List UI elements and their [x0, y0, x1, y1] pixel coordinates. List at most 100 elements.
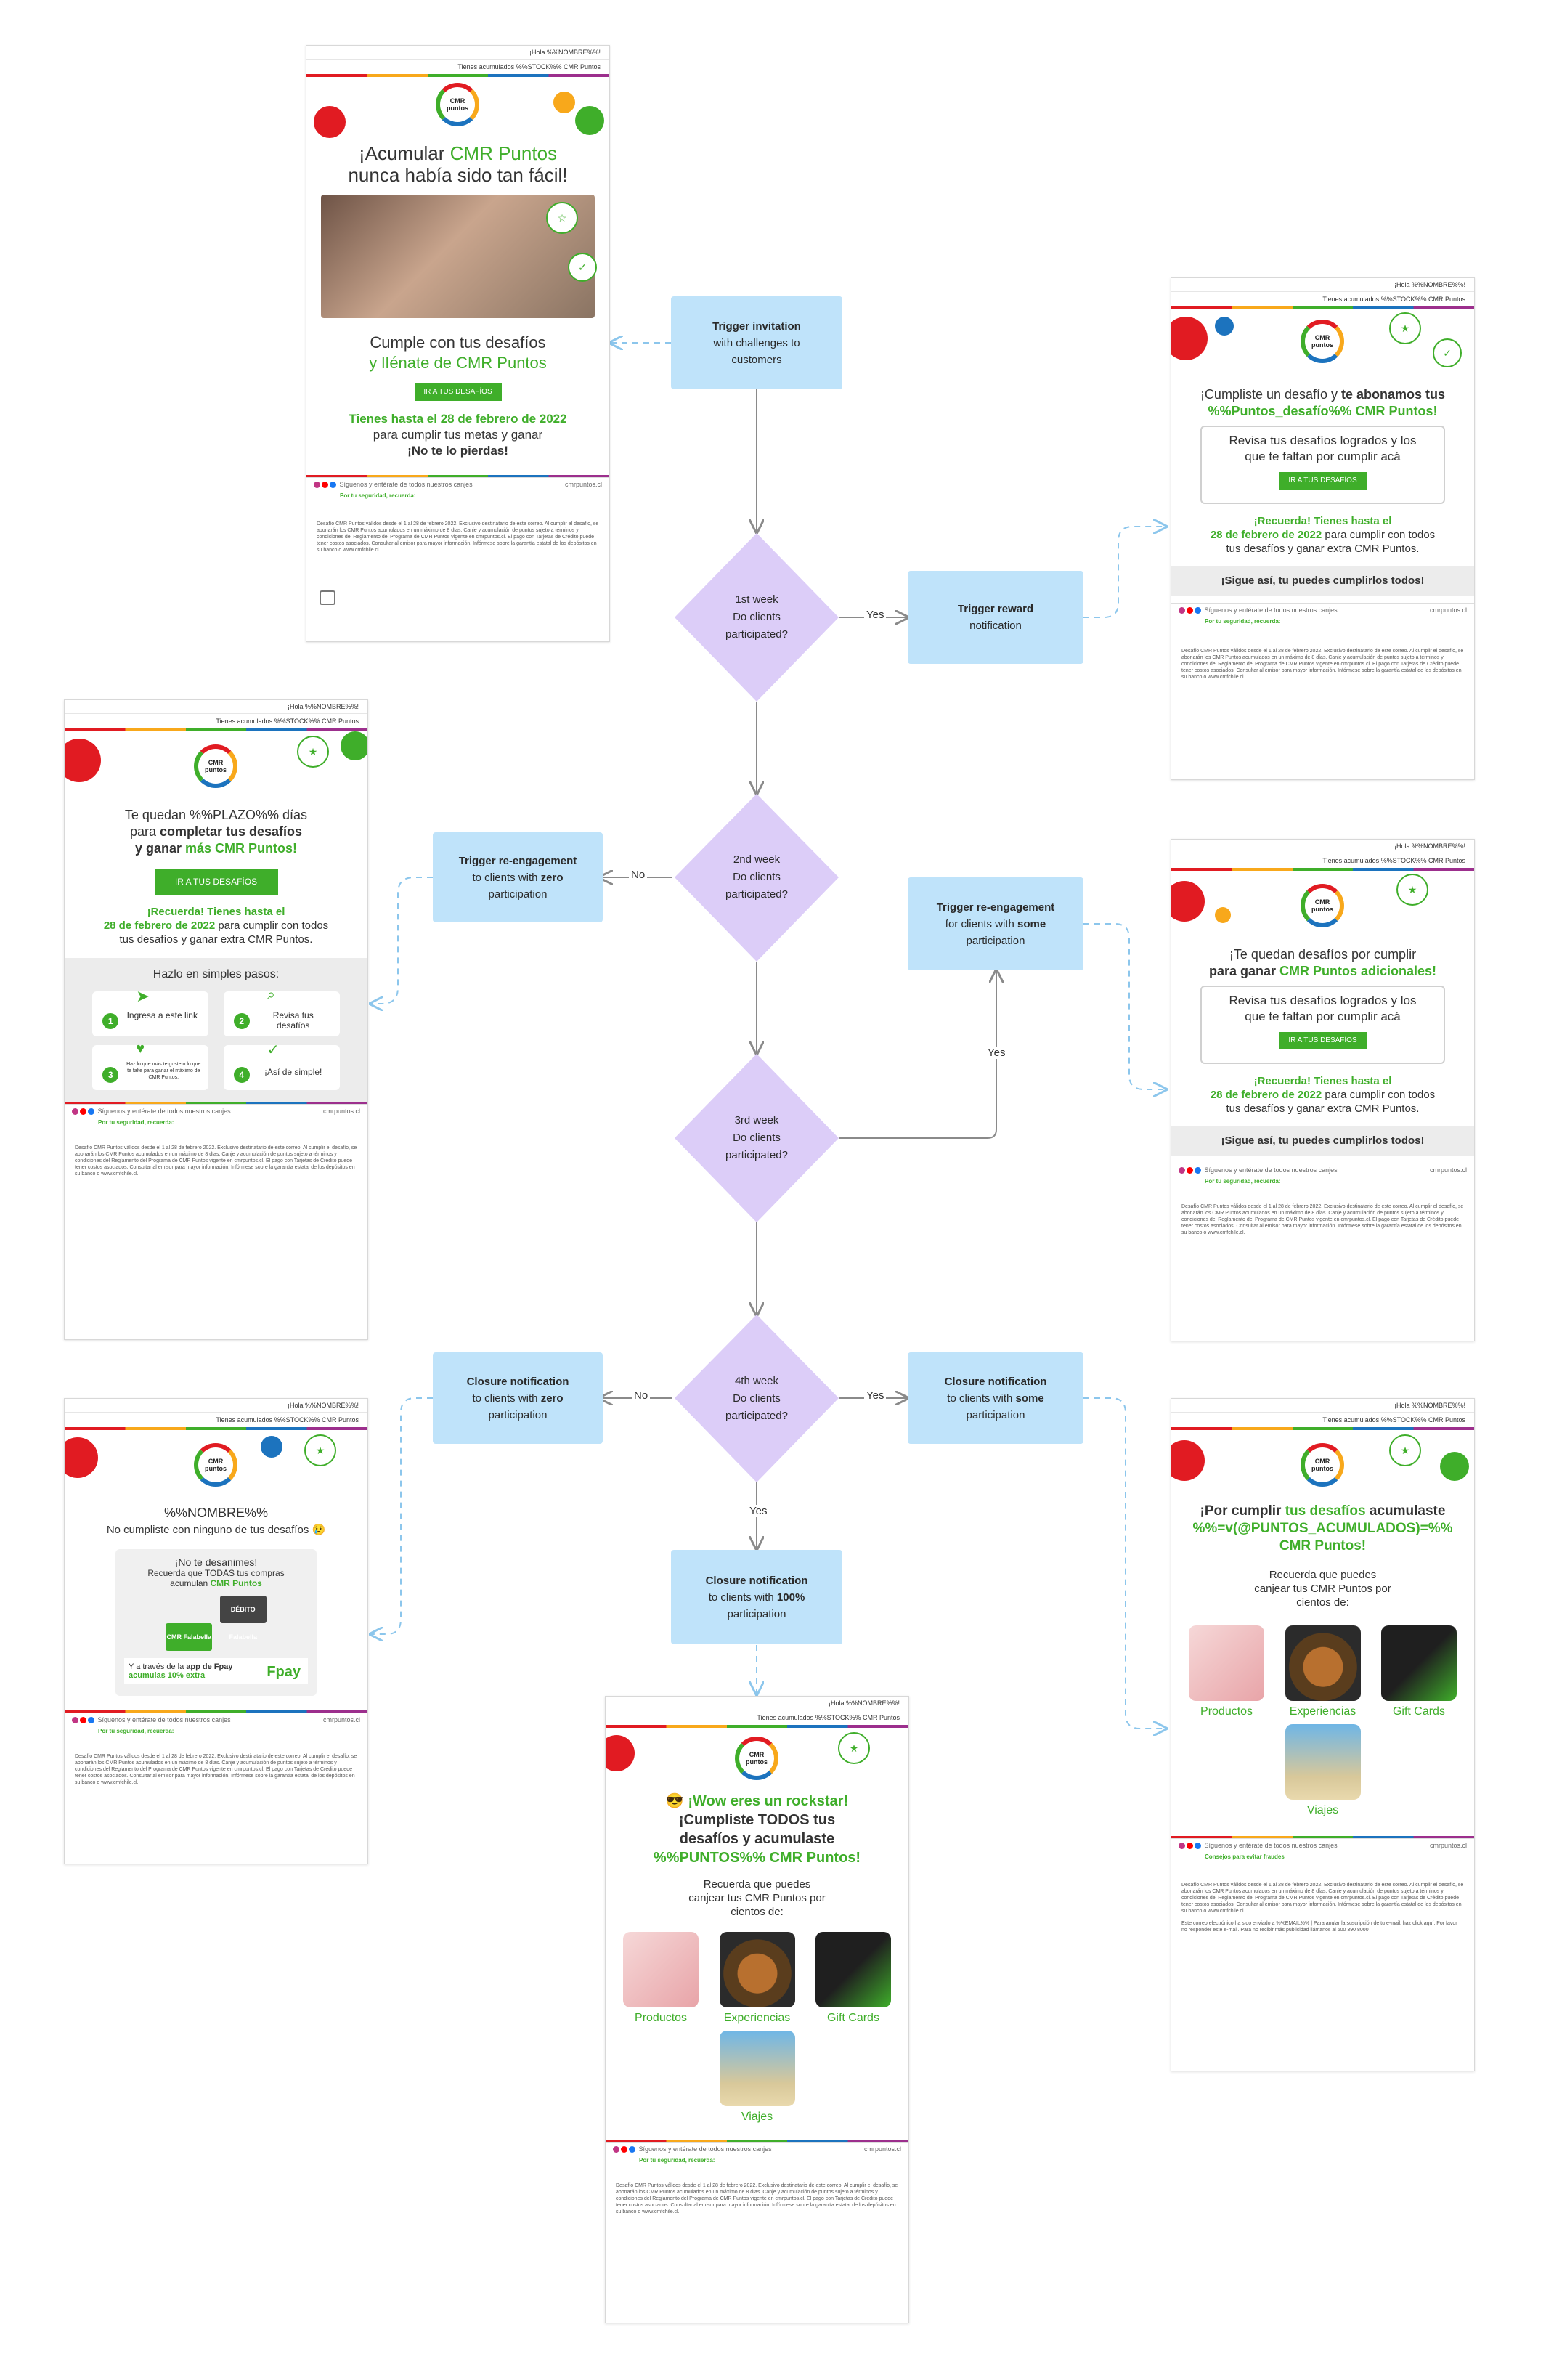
title-highlight: CMR Puntos adicionales!: [1279, 964, 1437, 978]
tile-products[interactable]: Productos: [1187, 1625, 1266, 1718]
challenges-button[interactable]: IR A TUS DESAFÍOS: [154, 869, 278, 895]
tile-products[interactable]: Productos: [622, 1932, 700, 2025]
title-highlight: %%Puntos_desafío%% CMR Puntos!: [1208, 404, 1438, 418]
color-stripe: [1171, 868, 1474, 871]
node-title: Closure notification: [466, 1375, 569, 1388]
node-text: participation: [966, 934, 1025, 947]
email-footer: Síguenos y entérate de todos nuestros ca…: [65, 1713, 367, 1726]
cmr-puntos-logo: CMR puntos: [194, 744, 237, 788]
tile-giftcards[interactable]: Gift Cards: [1380, 1625, 1458, 1718]
title-bold: te abonamos tus: [1341, 387, 1446, 402]
points-variable: %%PUNTOS%% CMR Puntos!: [653, 1850, 861, 1866]
encouragement-box: ¡No te desanimes! Recuerda que TODAS tus…: [115, 1549, 317, 1696]
points-balance: Tienes acumulados %%STOCK%% CMR Puntos: [216, 718, 359, 725]
diamond-line: Do clients: [733, 871, 781, 883]
fpay-app: app de Fpay: [186, 1662, 233, 1671]
badge-icon: ★: [297, 736, 329, 768]
tile-label: Gift Cards: [826, 2012, 879, 2024]
diamond-line: 2nd week: [733, 853, 781, 866]
diamond-line: participated?: [725, 1410, 788, 1422]
social-text: Síguenos y entérate de todos nuestros ca…: [638, 2145, 772, 2153]
title-highlight: 😎 ¡Wow eres un rockstar!: [665, 1793, 849, 1809]
tile-label: Gift Cards: [1392, 1705, 1445, 1718]
color-stripe: [1171, 1836, 1474, 1838]
cmr-puntos-logo: CMR puntos: [1301, 320, 1344, 363]
security-heading: Por tu seguridad, recuerda:: [98, 1728, 174, 1735]
tile-experiences[interactable]: Experiencias: [1284, 1625, 1362, 1718]
challenges-button[interactable]: IR A TUS DESAFÍOS: [1279, 472, 1367, 490]
email-footer: Síguenos y entérate de todos nuestros ca…: [606, 2142, 908, 2156]
dashed-email-links: [370, 343, 1166, 1729]
reminder-body: para cumplir con todos tus desafíos y ga…: [1226, 529, 1436, 555]
step-text: Haz lo que más te guste o lo que te falt…: [126, 1062, 201, 1080]
points-balance: Tienes acumulados %%STOCK%% CMR Puntos: [757, 1714, 900, 1721]
tile-label: Productos: [1200, 1705, 1253, 1718]
challenges-button[interactable]: IR A TUS DESAFÍOS: [414, 383, 502, 401]
step-1: 1➤Ingresa a este link: [92, 987, 209, 1036]
confetti-hero: CMR puntos: [306, 77, 609, 142]
tile-label: Experiencias: [723, 2012, 791, 2024]
earbuds-image: [623, 1932, 699, 2007]
title-part: ¡Te quedan desafíos por cumplir: [1229, 947, 1417, 962]
step-text: ¡Así de simple!: [264, 1067, 322, 1077]
node-text: customers: [731, 353, 782, 366]
site-link[interactable]: cmrpuntos.cl: [322, 1716, 360, 1723]
title-highlight: más CMR Puntos!: [185, 841, 298, 856]
box-text: Revisa tus desafíos logrados y los que t…: [1229, 994, 1417, 1023]
tile-giftcards[interactable]: Gift Cards: [814, 1932, 892, 2025]
site-link[interactable]: cmrpuntos.cl: [1429, 606, 1467, 614]
cmr-puntos-logo: CMR puntos: [436, 83, 479, 126]
week4-label: 4th week Do clients participated?: [702, 1373, 811, 1425]
diamond-line: 4th week: [734, 1375, 779, 1387]
social-text: Síguenos y entérate de todos nuestros ca…: [1204, 606, 1338, 614]
step-number: 3: [102, 1067, 119, 1083]
cmr-puntos-logo: CMR puntos: [735, 1737, 778, 1780]
box-highlight: CMR Puntos: [210, 1578, 262, 1588]
confetti-hero: CMR puntos ★: [606, 1728, 908, 1786]
diamond-line: Do clients: [733, 1132, 781, 1144]
encouragement-banner: ¡Sigue así, tu puedes cumplirlos todos!: [1171, 566, 1474, 596]
week2-label: 2nd week Do clients participated?: [702, 851, 811, 903]
decision-diamonds: [675, 533, 839, 1482]
social-text: Síguenos y entérate de todos nuestros ca…: [1204, 1166, 1338, 1174]
legal-text: Desafío CMR Puntos válidos desde el 1 al…: [616, 2183, 898, 2215]
redeem-text: Recuerda que puedes canjear tus CMR Punt…: [688, 1878, 826, 1918]
yes-label-week3: Yes: [985, 1047, 1008, 1059]
diamond-line: participated?: [725, 1149, 788, 1161]
social-text: Síguenos y entérate de todos nuestros ca…: [339, 481, 473, 488]
color-stripe: [65, 1427, 367, 1430]
step-number: 2: [233, 1013, 250, 1029]
greeting: ¡Hola %%NOMBRE%%!: [65, 700, 367, 714]
email-closure-full: ¡Hola %%NOMBRE%%! Tienes acumulados %%ST…: [605, 1696, 909, 2323]
node-text: with challenges to: [713, 336, 800, 349]
confetti-dot: [575, 106, 604, 135]
reward-tiles: Productos Experiencias Gift Cards Viajes: [1171, 1622, 1474, 1820]
tile-experiences[interactable]: Experiencias: [718, 1932, 797, 2025]
legal-text: Desafío CMR Puntos válidos desde el 1 al…: [1181, 1204, 1464, 1236]
diamond-line: participated?: [725, 888, 788, 901]
site-link[interactable]: cmrpuntos.cl: [863, 2145, 901, 2153]
challenges-button[interactable]: IR A TUS DESAFÍOS: [1279, 1032, 1367, 1049]
badge-icon: ★: [838, 1732, 870, 1764]
confetti-dot: [65, 1437, 98, 1478]
node-emphasis: zero: [540, 1392, 564, 1405]
site-link[interactable]: cmrpuntos.cl: [1429, 1842, 1467, 1849]
title-sub: No cumpliste con ninguno de tus desafíos…: [106, 1524, 326, 1536]
tile-travel[interactable]: Viajes: [1284, 1724, 1362, 1817]
step-text: Ingresa a este link: [126, 1010, 198, 1020]
review-box: Revisa tus desafíos logrados y los que t…: [1200, 986, 1445, 1064]
site-link[interactable]: cmrpuntos.cl: [1429, 1166, 1467, 1174]
site-link[interactable]: cmrpuntos.cl: [322, 1108, 360, 1115]
week1-label: 1st week Do clients participated?: [702, 591, 811, 643]
tile-travel[interactable]: Viajes: [718, 2031, 797, 2124]
legal-text: Desafío CMR Puntos válidos desde el 1 al…: [1181, 649, 1464, 681]
lock-icon: [320, 590, 335, 605]
trigger-reward-node: Trigger reward notification: [908, 571, 1083, 664]
box-title: ¡No te desanimes!: [174, 1556, 258, 1568]
site-link[interactable]: cmrpuntos.cl: [564, 481, 602, 488]
email-closure-zero: ¡Hola %%NOMBRE%%! Tienes acumulados %%ST…: [64, 1398, 368, 1864]
burger-image: [719, 1932, 795, 2007]
